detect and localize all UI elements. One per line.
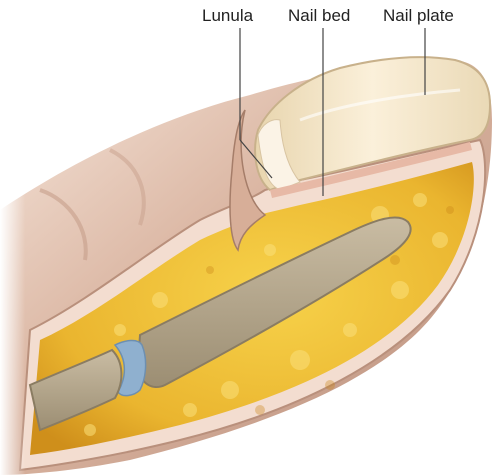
label-lunula: Lunula [202,6,253,26]
label-nail-plate: Nail plate [383,6,454,26]
label-nail-bed: Nail bed [288,6,350,26]
